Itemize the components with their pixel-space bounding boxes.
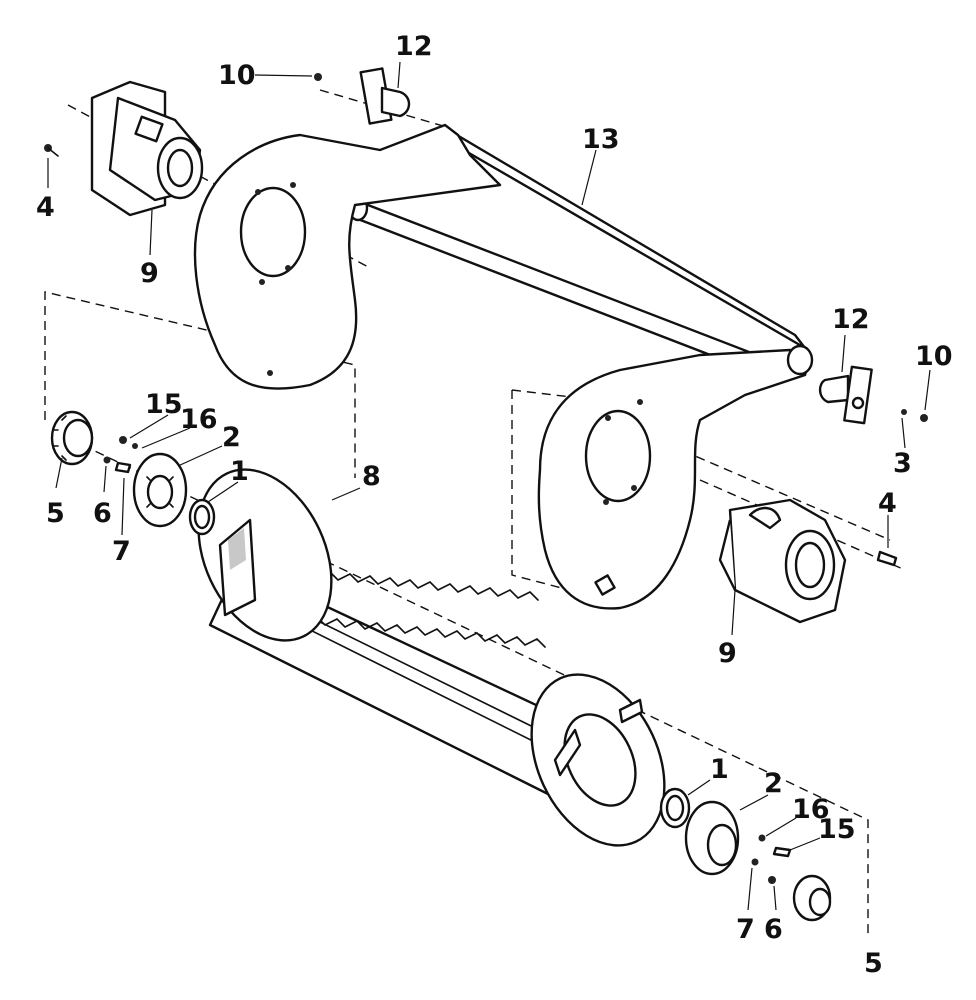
callout-9-upper: 9 bbox=[140, 258, 159, 289]
callout-2-right: 2 bbox=[764, 768, 783, 799]
callout-5-left: 5 bbox=[46, 498, 65, 529]
callout-12-top: 12 bbox=[395, 31, 433, 62]
callout-9-lower: 9 bbox=[718, 638, 737, 669]
callout-10-top: 10 bbox=[218, 60, 256, 91]
serrated-drum-part-8 bbox=[197, 468, 666, 847]
callout-2-left: 2 bbox=[222, 422, 241, 453]
callout-8: 8 bbox=[362, 461, 381, 492]
bearing-pin-part-12-upper bbox=[359, 67, 411, 125]
callout-15-left: 15 bbox=[145, 389, 183, 420]
callout-7-right: 7 bbox=[736, 914, 755, 945]
callout-1-right: 1 bbox=[710, 754, 729, 785]
sprocket-part-5-left bbox=[50, 410, 94, 466]
callout-labels: 10 12 13 4 9 12 10 3 4 9 8 15 16 2 1 5 6… bbox=[36, 31, 953, 979]
bearing-housing-part-9-lower bbox=[718, 498, 847, 624]
callout-13: 13 bbox=[582, 124, 620, 155]
callout-5-right: 5 bbox=[864, 948, 883, 979]
callout-leaders bbox=[47, 61, 931, 911]
callout-15-right: 15 bbox=[818, 814, 856, 845]
ring-part-1-right bbox=[659, 787, 691, 829]
callout-6-right: 6 bbox=[764, 914, 783, 945]
hub-flange-part-2-left bbox=[132, 452, 188, 528]
frame-bracket-part-13 bbox=[193, 123, 814, 610]
ring-part-1-left bbox=[188, 498, 216, 536]
callout-1-left: 1 bbox=[230, 456, 249, 487]
small-fasteners-right bbox=[314, 73, 928, 884]
callout-4-right: 4 bbox=[878, 488, 897, 519]
callout-16-right: 16 bbox=[792, 794, 830, 825]
callout-6-left: 6 bbox=[93, 498, 112, 529]
callout-10-right: 10 bbox=[915, 341, 953, 372]
callout-7-left: 7 bbox=[112, 536, 131, 567]
callout-12-right: 12 bbox=[832, 304, 870, 335]
small-fasteners-left bbox=[44, 144, 138, 474]
callout-3: 3 bbox=[893, 448, 912, 479]
callout-4-left: 4 bbox=[36, 192, 55, 223]
sprocket-part-5-right bbox=[792, 874, 832, 922]
bearing-housing-part-9-upper bbox=[90, 80, 204, 217]
hub-flange-part-2-right bbox=[684, 800, 740, 876]
bearing-pin-part-12-lower bbox=[818, 365, 873, 425]
callout-16-left: 16 bbox=[180, 404, 218, 435]
